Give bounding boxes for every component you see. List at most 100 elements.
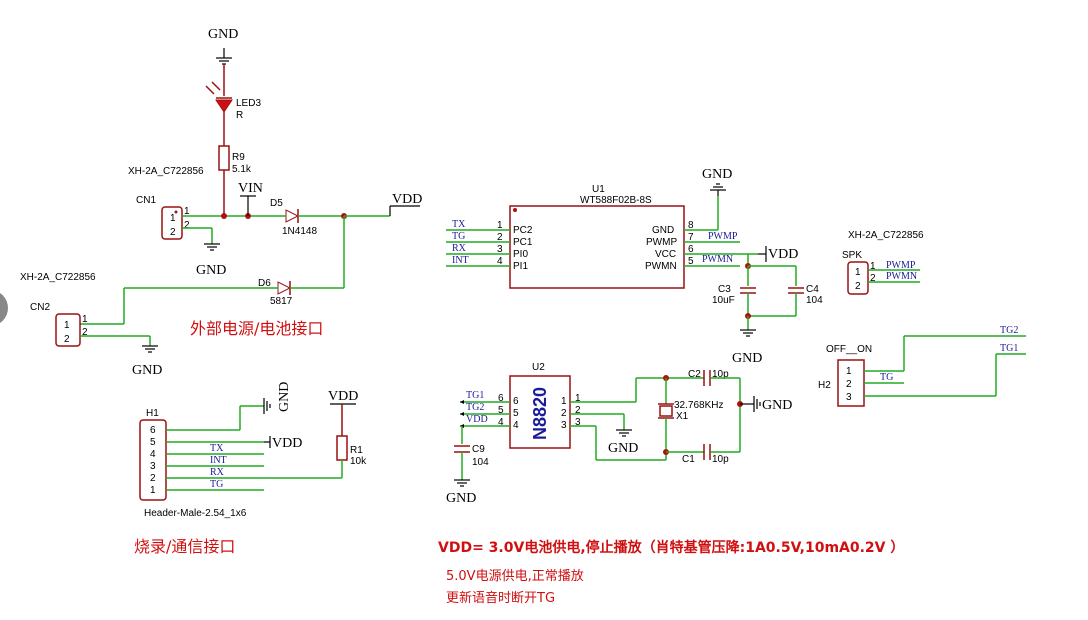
r1-ref: R1	[350, 445, 363, 456]
c4-ref: C4	[806, 284, 819, 295]
spk-ref: SPK	[842, 250, 862, 261]
u1-pin8-name: GND	[652, 225, 674, 236]
x1-ref: X1	[676, 411, 689, 422]
spk-part: XH-2A_C722856	[848, 230, 924, 241]
burn-interface-note: 烧录/通信接口	[134, 537, 235, 556]
r9-value: 5.1k	[232, 164, 252, 175]
cn2-connector: CN2 1 2 1 2	[30, 302, 88, 347]
cn2-pin1-out: 1	[82, 314, 88, 325]
cn2-pin1: 1	[64, 320, 70, 331]
vdd-label: VDD	[272, 436, 302, 451]
u1-pin6-num: 6	[688, 244, 694, 255]
vdd-note-line2: 5.0V电源供电,正常播放	[446, 569, 584, 584]
u2-pin1: 1	[575, 393, 581, 404]
vdd-label: VDD	[328, 389, 358, 404]
u1-ref: U1	[592, 184, 605, 195]
u2-pin4-in: 4	[513, 420, 519, 431]
d6-value: 5817	[270, 296, 293, 307]
d6-ref: D6	[258, 278, 271, 289]
led3: LED3 R	[205, 81, 261, 146]
h2-ref: H2	[818, 380, 831, 391]
u2-pin2: 2	[575, 405, 581, 416]
u1-net-int: INT	[452, 255, 469, 266]
c1: C1 10p	[682, 444, 729, 465]
gnd-label: GND	[762, 398, 792, 413]
x1-value: 32.768KHz	[674, 400, 723, 411]
h2-pin3: 3	[846, 392, 852, 403]
vdd-label: VDD	[392, 192, 422, 207]
spk-pin1-out: 1	[870, 261, 876, 272]
gnd-label: GND	[208, 27, 238, 42]
u1-pin7-num: 7	[688, 232, 694, 243]
gnd-symbol: GND	[196, 243, 226, 278]
d5-value: 1N4148	[282, 226, 317, 237]
cn2-pin2: 2	[64, 334, 70, 345]
gnd-label: GND	[608, 441, 638, 456]
h1-ref: H1	[146, 408, 159, 419]
h1-header: H1 6 5 4 3 2 1 TX INT RX TG Header-Male-…	[139, 405, 264, 519]
u1-pin2-name: PC1	[513, 237, 533, 248]
u2-pin3-in: 3	[561, 420, 567, 431]
vdd-note-line3: 更新语音时断开TG	[446, 590, 555, 606]
u1-net-pwmn: PWMN	[702, 254, 733, 265]
h2-pin1: 1	[846, 366, 852, 377]
u2-net-tg2: TG2	[466, 402, 484, 413]
spk-connector: SPK 1 2 1 2 PWMP PWMN	[842, 250, 920, 295]
c9-value: 104	[472, 457, 489, 468]
u2-pin2-in: 2	[561, 408, 567, 419]
u1-pin1-name: PC2	[513, 225, 533, 236]
c3-value: 10uF	[712, 295, 735, 306]
h2-pin2: 2	[846, 379, 852, 390]
u1-pin3-name: PI0	[513, 249, 528, 260]
u1-pin3-num: 3	[497, 244, 503, 255]
h1-pin1: 1	[150, 485, 156, 496]
u1-part: WT588F02B-8S	[580, 195, 652, 206]
c4-value: 104	[806, 295, 823, 306]
vdd-note-line1: VDD= 3.0V电池供电,停止播放（肖特基管压降:1A0.5V,10mA0.2…	[438, 539, 904, 556]
u2-net-tg1: TG1	[466, 390, 484, 401]
cn1-pin2-out: 2	[184, 220, 190, 231]
gnd-symbol: GND	[702, 167, 732, 196]
r9: R9 5.1k	[218, 145, 252, 216]
gnd-symbol: GND	[732, 329, 762, 366]
u1-pin7-name: PWMP	[646, 237, 677, 248]
gnd-symbol: GND	[608, 429, 638, 456]
led3-ref: LED3	[236, 98, 261, 109]
spk-pin2: 2	[855, 281, 861, 292]
u1-pin6-name: VCC	[655, 249, 676, 260]
spk-net-pwmp: PWMP	[886, 260, 916, 271]
u2-pin4: 4	[498, 417, 504, 428]
c9: C9 104	[454, 444, 489, 468]
u2-chip: U2 N8820 TG1 TG2 VDD 6 5 4 6 5 4 1 2 3 1…	[460, 362, 636, 449]
spk-net-pwmn: PWMN	[886, 271, 917, 282]
gnd-label: GND	[196, 263, 226, 278]
c1-value: 10p	[712, 454, 729, 465]
u2-pin3: 3	[575, 417, 581, 428]
gnd-symbol: GND	[132, 345, 162, 378]
gnd-symbol: GND	[446, 479, 476, 506]
power-interface-note: 外部电源/电池接口	[190, 319, 323, 338]
cn1-pin2: 2	[170, 227, 176, 238]
c4: C4 104	[788, 284, 823, 306]
cn2-pin2-out: 2	[82, 327, 88, 338]
h1-pin6: 6	[150, 425, 156, 436]
cn1-part: XH-2A_C722856	[128, 166, 204, 177]
h2-net-tg1: TG1	[1000, 343, 1018, 354]
h1-pin5: 5	[150, 437, 156, 448]
r1-value: 10k	[350, 456, 367, 467]
c2-ref: C2	[688, 369, 701, 380]
gnd-symbol: GND	[263, 382, 292, 414]
u1-pin1-num: 1	[497, 220, 503, 231]
h1-net-int: INT	[210, 455, 227, 466]
gnd-label: GND	[132, 363, 162, 378]
cn2-ref: CN2	[30, 302, 50, 313]
u2-pin6: 6	[498, 393, 504, 404]
u1-pin8-num: 8	[688, 220, 694, 231]
vdd-label: VDD	[768, 247, 798, 262]
u1-pin4-name: PI1	[513, 261, 528, 272]
cn1-connector: CN1 1 2 1 2	[136, 195, 190, 240]
h1-net-tx: TX	[210, 443, 224, 454]
u2-pin5-in: 5	[513, 408, 519, 419]
u1-pin5-name: PWMN	[645, 261, 677, 272]
window-edge-fragment	[0, 293, 8, 323]
